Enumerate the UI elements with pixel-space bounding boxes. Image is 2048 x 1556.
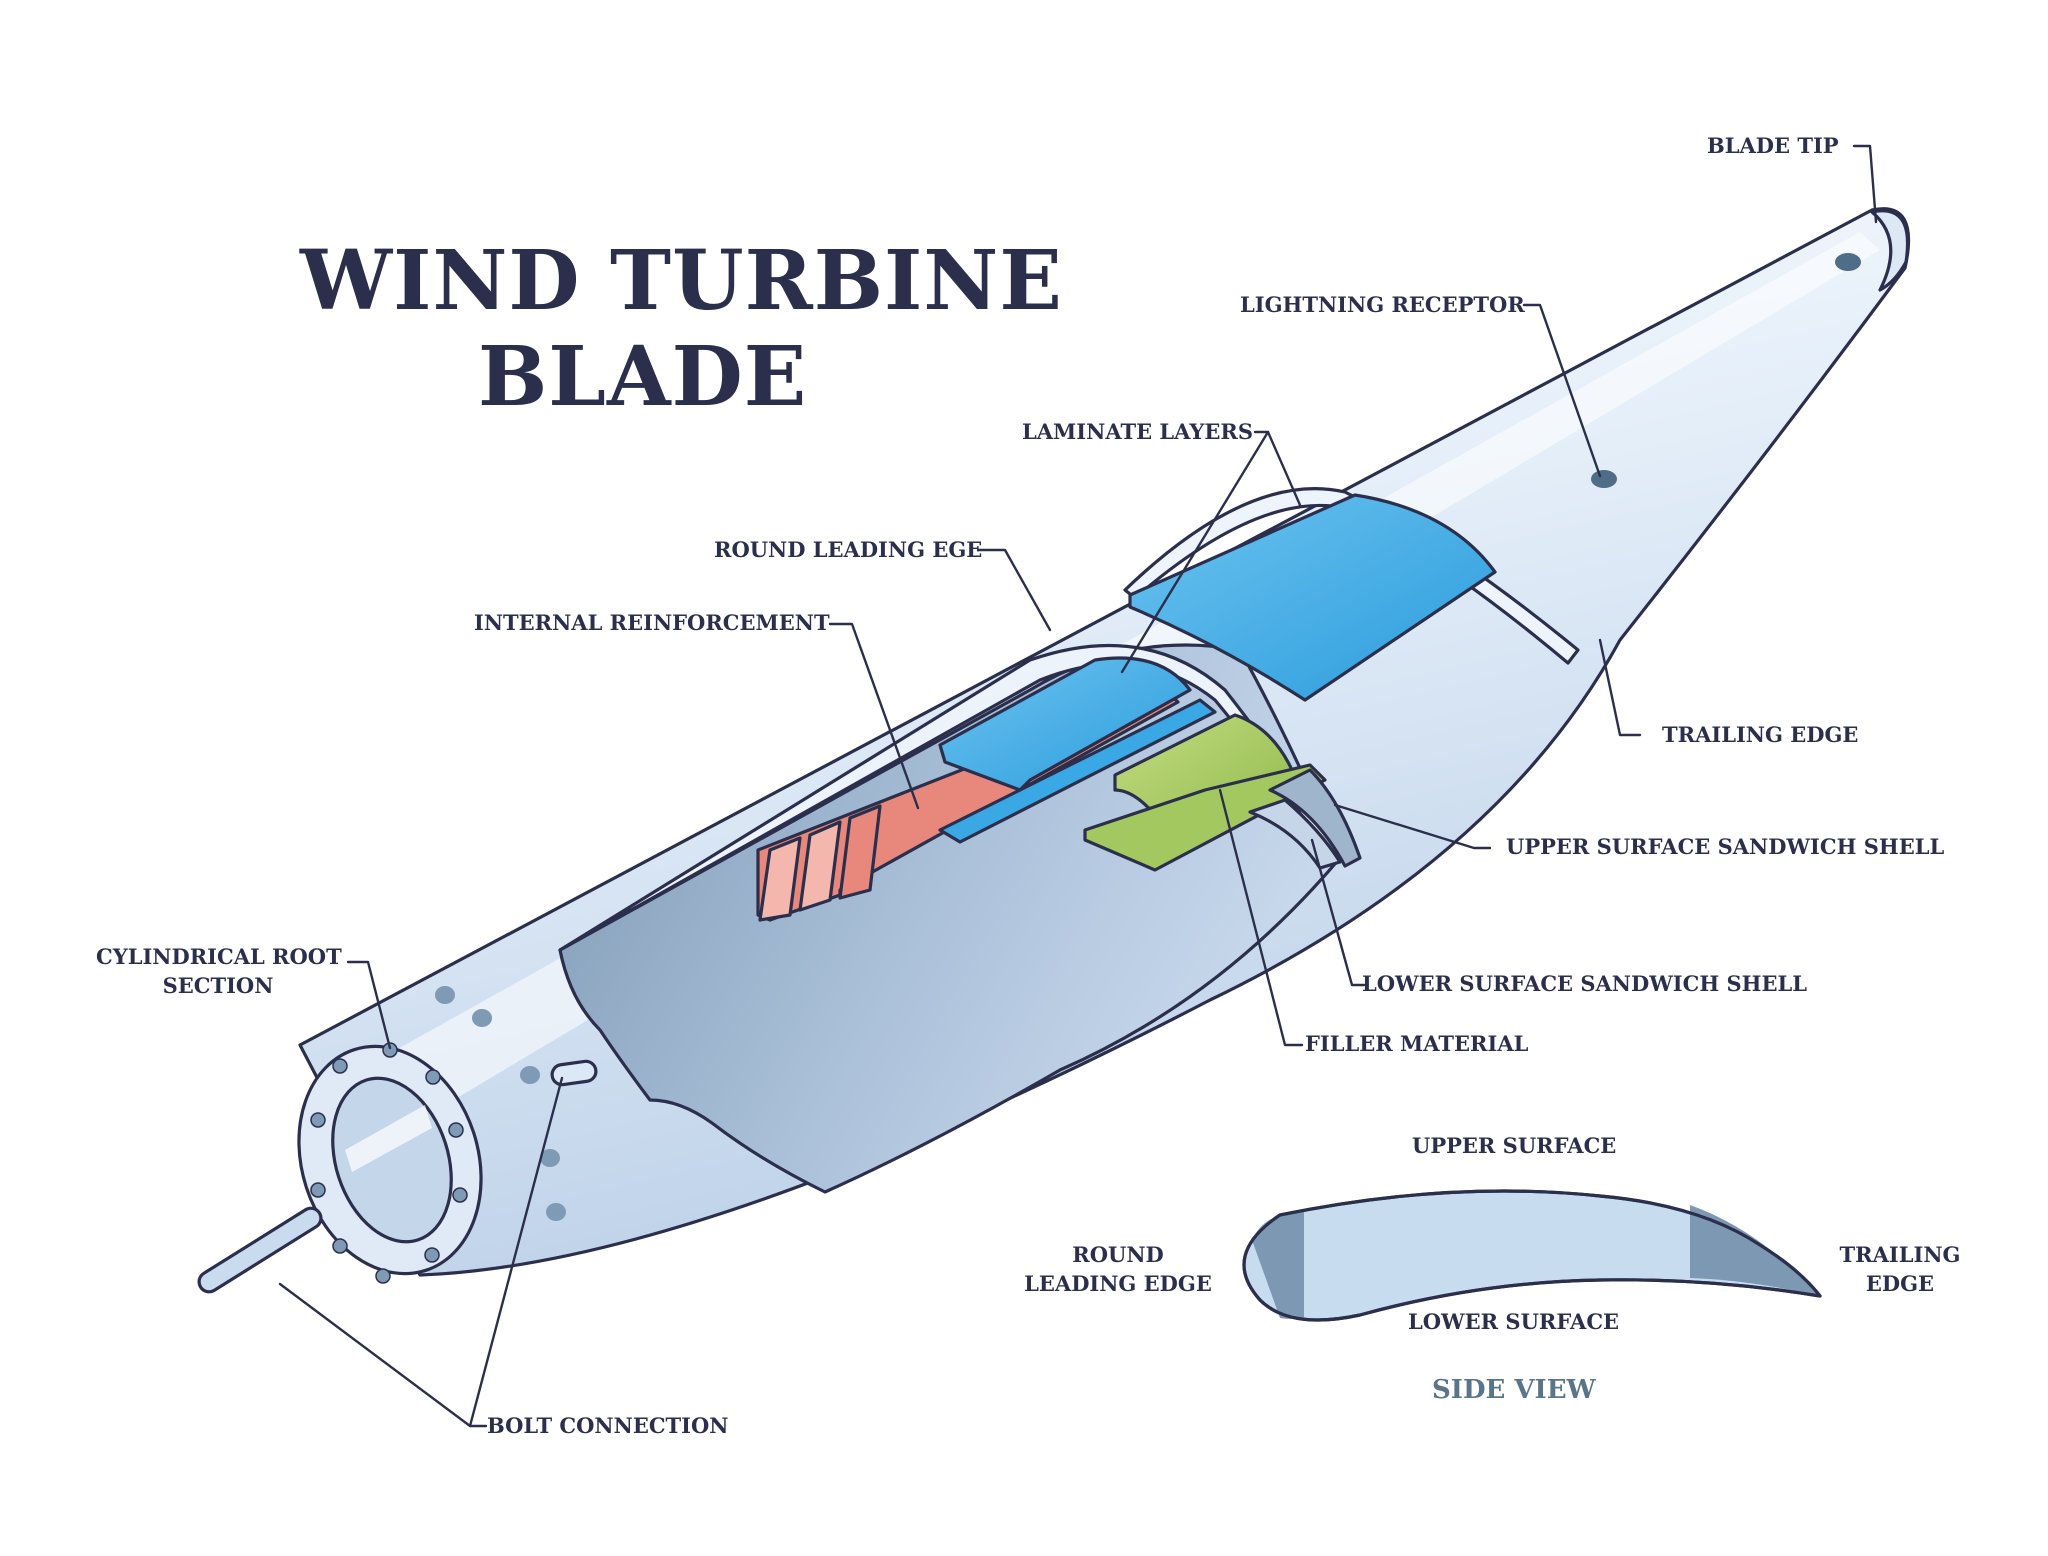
label-cylindrical-root-line1: CYLINDRICAL ROOT (96, 944, 342, 969)
leader-lines (278, 144, 1878, 1428)
shell-bolt-holes (435, 986, 566, 1221)
internal-parts (756, 493, 1497, 922)
label-upper-surface-sandwich-shell: UPPER SURFACE SANDWICH SHELL (1506, 834, 1945, 859)
leader-bolt-connection-b (468, 1076, 564, 1428)
loose-bolt (197, 1206, 323, 1294)
label-side-trailing-edge-line2: EDGE (1865, 1271, 1935, 1296)
section-ring (1123, 487, 1580, 665)
label-bolt-connection: BOLT CONNECTION (487, 1413, 729, 1438)
leader-bolt-connection-a (278, 1282, 488, 1428)
blade-tip-cap (1870, 209, 1910, 292)
label-internal-reinforcement: INTERNAL REINFORCEMENT (474, 610, 830, 635)
airfoil-leading-cap (1252, 1210, 1304, 1319)
airfoil-trailing-cap (1690, 1205, 1820, 1296)
label-side-trailing-edge: TRAILING EDGE (1830, 1240, 1970, 1298)
lower-sandwich-shell (1248, 798, 1342, 870)
side-view-caption: SIDE VIEW (1432, 1375, 1596, 1405)
filler-material-base (1083, 763, 1327, 872)
label-lower-surface: LOWER SURFACE (1408, 1309, 1620, 1334)
label-lightning-receptor: LIGHTNING RECEPTOR (1240, 292, 1525, 317)
label-round-leading-edge: ROUND LEADING EDGE (1020, 1240, 1216, 1298)
reinforcement-ply-1 (758, 836, 802, 922)
flange-bolt-holes (310, 1042, 468, 1284)
leader-lower-surface-sandwich-shell (1310, 838, 1366, 987)
leader-internal-reinforcement (828, 622, 920, 810)
side-view-airfoil (1242, 1189, 1822, 1322)
leader-filler-material (1218, 788, 1304, 1047)
page-title-line1: WIND TURBINE (300, 233, 1063, 329)
lightning-receptor (1591, 470, 1617, 488)
leader-lightning-receptor (1522, 303, 1602, 478)
label-round-leading-edge-line1: ROUND (1072, 1242, 1164, 1267)
label-lower-surface-sandwich-shell: LOWER SURFACE SANDWICH SHELL (1362, 971, 1808, 996)
leader-upper-surface-sandwich-shell (1333, 803, 1492, 850)
leader-round-leading-ege (976, 548, 1052, 632)
leader-cylindrical-root (346, 960, 392, 1050)
leader-laminate-layers-b (1120, 430, 1270, 674)
upper-sandwich-shell (1268, 768, 1362, 868)
laminate-panel-front (938, 656, 1192, 792)
label-side-trailing-edge-line1: TRAILING (1839, 1242, 1961, 1267)
leader-blade-tip (1852, 144, 1878, 224)
label-round-leading-ege: ROUND LEADING EGE (714, 537, 983, 562)
airfoil-outline (1242, 1189, 1822, 1322)
label-filler-material: FILLER MATERIAL (1305, 1031, 1529, 1056)
shell-bolt-pin (550, 1059, 598, 1087)
root-inner-light (345, 1105, 432, 1172)
reinforcement-ply-3 (838, 804, 882, 900)
label-trailing-edge: TRAILING EDGE (1662, 722, 1859, 747)
label-round-leading-edge-line2: LEADING EDGE (1024, 1271, 1212, 1296)
label-cylindrical-root-line2: SECTION (162, 973, 274, 998)
page-title-line2: BLADE (478, 329, 808, 425)
root-section (197, 986, 598, 1294)
label-cylindrical-root-section: CYLINDRICAL ROOT SECTION (96, 942, 342, 1000)
label-upper-surface: UPPER SURFACE (1412, 1133, 1617, 1158)
tip-receptor (1835, 253, 1861, 271)
laminate-strip-lower (938, 698, 1217, 844)
label-laminate-layers: LAMINATE LAYERS (1022, 419, 1254, 444)
reinforcement-ply-2 (798, 820, 842, 912)
leader-trailing-edge (1598, 638, 1642, 737)
laminate-panel-rear (1128, 493, 1497, 702)
label-blade-tip: BLADE TIP (1707, 133, 1839, 158)
